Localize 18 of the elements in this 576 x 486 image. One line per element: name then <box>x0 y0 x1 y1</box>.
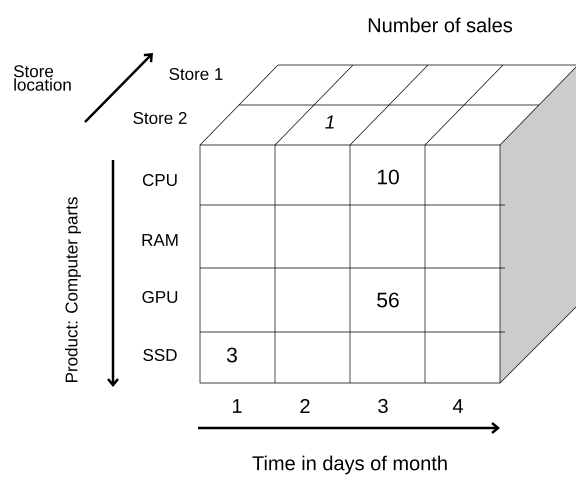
row-label: RAM <box>142 234 178 246</box>
row-label: CPU <box>142 174 177 186</box>
column-label: 2 <box>300 399 310 413</box>
column-label: 4 <box>452 399 463 413</box>
row-label: Store 1 <box>169 68 223 80</box>
title: Number of sales <box>368 18 512 32</box>
column-label: 3 <box>378 398 388 414</box>
row-label: GPU <box>142 290 178 304</box>
axis-title: Product: Computer parts <box>65 197 81 382</box>
cell-value: 56 <box>377 292 399 308</box>
cell-value: 1 <box>325 115 334 129</box>
row-label: SSD <box>143 348 177 362</box>
row-label: Store 2 <box>133 112 187 124</box>
cell-value: 3 <box>226 348 237 362</box>
axis-title: Store location <box>14 65 71 91</box>
column-label: 1 <box>232 399 242 413</box>
cell-value: 10 <box>378 170 399 184</box>
axis-title: Time in days of month <box>252 456 447 474</box>
